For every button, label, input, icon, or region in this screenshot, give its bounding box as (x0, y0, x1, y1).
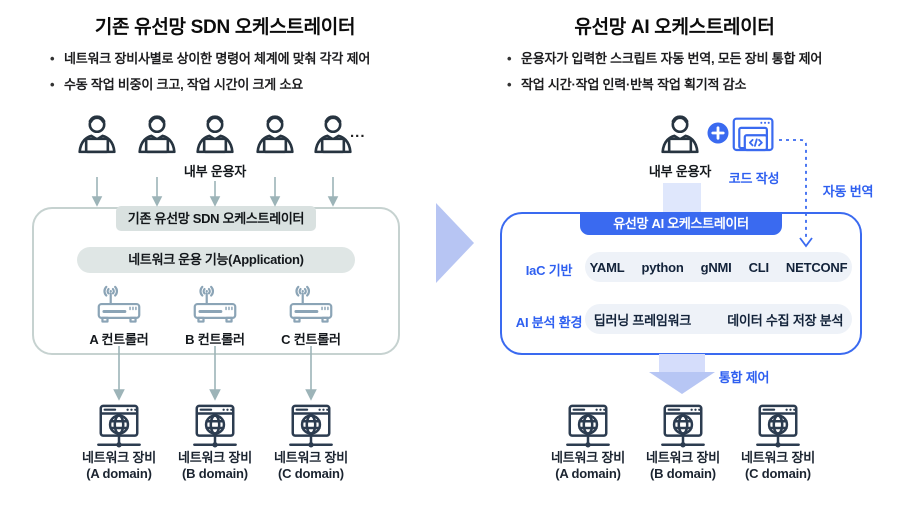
controller-router-icon (188, 282, 242, 328)
network-device-icon (190, 403, 240, 451)
left-device-a-label: 네트워크 장비 (A domain) (59, 450, 179, 482)
operator-icon (249, 113, 301, 163)
device-domain: (B domain) (182, 466, 248, 481)
device-domain: (C domain) (278, 466, 344, 481)
operator-icon (654, 113, 706, 163)
operator-down-arrows (91, 177, 339, 207)
operator-to-box-connector (663, 183, 701, 213)
tool-item: CLI (748, 259, 770, 275)
right-bullet-1: 운용자가 입력한 스크립트 자동 번역, 모든 장비 통합 제어 (505, 46, 895, 72)
controller-a-label: A 컨트롤러 (89, 332, 149, 347)
network-device-icon (753, 403, 803, 451)
right-operator-label: 내부 운용자 (648, 164, 712, 179)
ai-env-pill: 딥러닝 프레임워크 데이터 수집 저장 분석 (585, 304, 852, 334)
network-device-icon (658, 403, 708, 451)
device-domain: (B domain) (650, 466, 716, 481)
tool-item: YAML (589, 259, 625, 275)
device-name: 네트워크 장비 (551, 450, 625, 465)
controller-c-label: C 컨트롤러 (281, 332, 341, 347)
network-device-icon (94, 403, 144, 451)
left-bullet-list: 네트워크 장비사별로 상이한 명령어 체계에 맞춰 각각 제어 수동 작업 비중… (48, 46, 438, 98)
right-bullet-list: 운용자가 입력한 스크립트 자동 번역, 모든 장비 통합 제어 작업 시간·작… (505, 46, 895, 98)
ai-env-row-label: AI 분석 환경 (515, 315, 583, 330)
device-name: 네트워크 장비 (274, 450, 348, 465)
tool-item: gNMI (700, 259, 732, 275)
transition-arrow-icon (436, 203, 474, 283)
device-name: 네트워크 장비 (741, 450, 815, 465)
device-name: 네트워크 장비 (178, 450, 252, 465)
operator-icon (71, 113, 123, 163)
operator-icon (189, 113, 241, 163)
device-name: 네트워크 장비 (646, 450, 720, 465)
tool-item: python (641, 259, 684, 275)
device-domain: (A domain) (86, 466, 152, 481)
left-section-title: 기존 유선망 SDN 오케스트레이터 (94, 17, 356, 38)
left-device-b-label: 네트워크 장비 (B domain) (155, 450, 275, 482)
right-bullet-2: 작업 시간·작업 인력·반복 작업 획기적 감소 (505, 72, 895, 98)
controller-router-icon (92, 282, 146, 328)
application-function-bar: 네트워크 운용 기능(Application) (77, 247, 355, 273)
ai-box-title: 유선망 AI 오케스트레이터 (580, 212, 782, 235)
right-device-a-label: 네트워크 장비 (A domain) (528, 450, 648, 482)
right-device-b-label: 네트워크 장비 (B domain) (623, 450, 743, 482)
code-writing-label: 코드 작성 (728, 171, 780, 186)
unified-control-label: 통합 제어 (718, 370, 770, 385)
unified-control-arrow-stem (659, 354, 705, 372)
more-operators-ellipsis: ... (350, 124, 366, 141)
controller-b-label: B 컨트롤러 (185, 332, 245, 347)
env-item: 딥러닝 프레임워크 (593, 312, 692, 328)
unified-control-arrow-icon (649, 372, 715, 394)
tool-item: NETCONF (785, 259, 848, 275)
operator-icon (131, 113, 183, 163)
iac-row-label: IaC 기반 (525, 263, 573, 278)
env-item: 데이터 수집 저장 분석 (727, 312, 844, 328)
controller-router-icon (284, 282, 338, 328)
left-bullet-2: 수동 작업 비중이 크고, 작업 시간이 크게 소요 (48, 72, 438, 98)
left-operators-label: 내부 운용자 (183, 164, 247, 179)
network-device-icon (563, 403, 613, 451)
device-name: 네트워크 장비 (82, 450, 156, 465)
left-bullet-1: 네트워크 장비사별로 상이한 명령어 체계에 맞춰 각각 제어 (48, 46, 438, 72)
iac-tools-pill: YAML python gNMI CLI NETCONF (585, 252, 852, 282)
sdn-box-title: 기존 유선망 SDN 오케스트레이터 (116, 206, 316, 231)
right-section-title: 유선망 AI 오케스트레이터 (574, 17, 775, 38)
plus-icon (707, 122, 729, 144)
left-device-c-label: 네트워크 장비 (C domain) (251, 450, 371, 482)
device-domain: (A domain) (555, 466, 621, 481)
right-device-c-label: 네트워크 장비 (C domain) (718, 450, 838, 482)
code-window-icon (731, 115, 777, 161)
network-device-icon (286, 403, 336, 451)
device-domain: (C domain) (745, 466, 811, 481)
auto-translate-label: 자동 번역 (822, 184, 874, 199)
